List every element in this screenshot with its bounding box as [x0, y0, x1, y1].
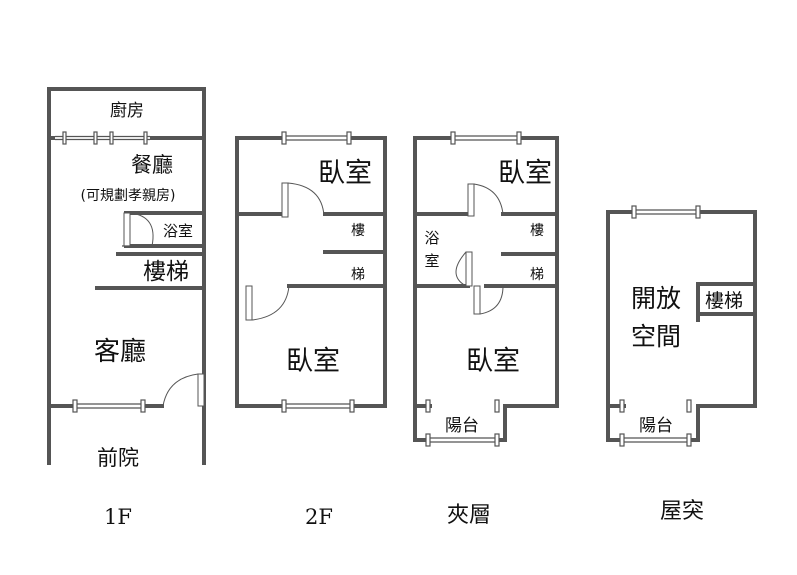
mz-balcony-rail — [425, 399, 500, 447]
floor-mezzanine: 臥室 浴 室 樓 梯 臥室 陽台 夾層 — [413, 131, 559, 528]
roof-top-window — [631, 205, 701, 219]
roof-open-label-2: 空間 — [631, 322, 681, 351]
mz-top-window — [450, 131, 522, 145]
floor-1f: 廚房 餐廳 (可規劃孝親房) 浴室 樓梯 客廳 前院 1F — [47, 87, 206, 529]
f1-front-yard-label: 前院 — [97, 446, 139, 470]
f1-dining-note: (可規劃孝親房) — [81, 188, 176, 204]
f1-kitchen-label: 廚房 — [110, 100, 144, 121]
f1-front-door — [162, 373, 205, 407]
roof-outer-wall — [606, 210, 757, 442]
f2-stair-label-2: 梯 — [351, 267, 365, 283]
mz-outer-wall — [413, 136, 559, 442]
f1-bath-door — [122, 212, 154, 247]
roof-floor-label: 屋突 — [660, 499, 704, 524]
f1-dining-label: 餐廳 — [131, 153, 173, 177]
f1-kitchen-window — [55, 131, 150, 145]
f2-bedroom-bottom-label: 臥室 — [286, 346, 340, 377]
mz-balcony-label: 陽台 — [445, 416, 479, 436]
roof-stair-walls — [696, 282, 757, 322]
mz-top-door — [467, 183, 504, 217]
f2-bedroom-top-label: 臥室 — [318, 158, 372, 189]
mz-bedroom-top-label: 臥室 — [498, 158, 552, 189]
mz-stair-label-2: 梯 — [530, 267, 544, 283]
f1-stairs-label: 樓梯 — [143, 259, 189, 285]
floor-roof: 開放 空間 樓梯 陽台 屋突 — [606, 205, 757, 524]
f2-floor-label: 2F — [305, 505, 333, 529]
f1-floor-label: 1F — [104, 505, 132, 529]
f1-bath-label: 浴室 — [163, 222, 193, 240]
mz-floor-label: 夾層 — [447, 503, 491, 528]
f1-front-window — [72, 399, 146, 413]
f2-outer-wall — [235, 136, 387, 408]
mz-stair-label-1: 樓 — [530, 223, 544, 239]
roof-open-label-1: 開放 — [631, 284, 681, 313]
f2-partitions — [235, 212, 387, 288]
roof-balcony-rail — [619, 399, 692, 447]
mz-bedroom-bottom-label: 臥室 — [466, 346, 520, 377]
mz-bath-door — [455, 251, 473, 287]
f2-bottom-window — [281, 399, 355, 413]
floor-2f: 臥室 樓 梯 臥室 2F — [235, 131, 387, 529]
f2-top-door — [281, 182, 325, 218]
f2-top-window — [281, 131, 352, 145]
f1-living-label: 客廳 — [94, 337, 146, 367]
f1-outer-wall — [47, 87, 206, 465]
f2-stair-label-1: 樓 — [351, 223, 365, 239]
f1-stair-walls — [95, 252, 206, 290]
mz-bath-label-1: 浴 — [424, 229, 439, 247]
roof-stairs-label: 樓梯 — [705, 290, 743, 312]
mz-bath-label-2: 室 — [424, 252, 439, 270]
mz-bottom-door — [473, 285, 504, 315]
mz-partitions — [413, 212, 559, 288]
f2-bottom-door — [245, 285, 290, 321]
roof-balcony-label: 陽台 — [639, 416, 673, 436]
